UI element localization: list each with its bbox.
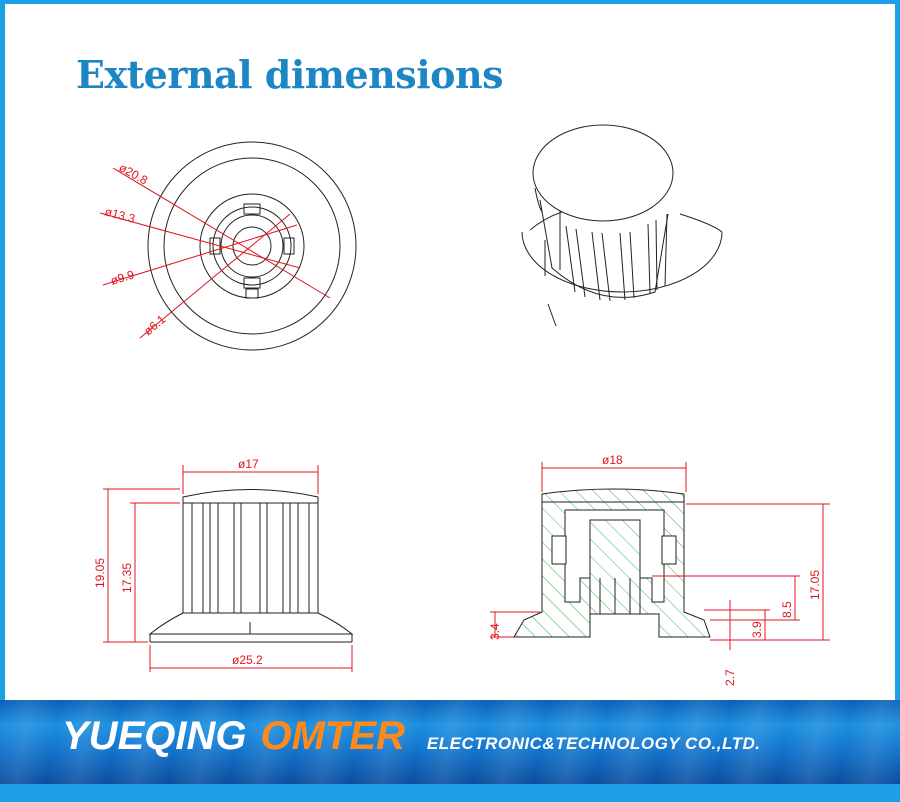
page-title: External dimensions <box>76 52 504 97</box>
isometric-view <box>521 124 723 327</box>
slot-right <box>283 237 295 255</box>
outer-circle <box>147 141 357 351</box>
technical-drawing: ø20.8 ø13.3 ø9.9 ø6.1 <box>93 124 830 686</box>
banner-shine <box>0 700 900 784</box>
slot-bottom <box>243 277 261 289</box>
section-view <box>513 488 711 638</box>
footer-bar <box>0 784 900 802</box>
dim-17-05: 17.05 <box>808 570 822 600</box>
banner-text: YUEQING OMTER ELECTRONIC&TECHNOLOGY CO.,LT… <box>62 714 761 759</box>
dim-8-5: 8.5 <box>780 601 794 618</box>
dim-d13-3: ø13.3 <box>103 204 137 226</box>
side-view <box>148 489 354 643</box>
company-tagline: ELECTRONIC&TECHNOLOGY CO.,LTD. <box>426 734 761 753</box>
section-view-dims <box>490 462 830 650</box>
dim-d9-9: ø9.9 <box>109 267 136 288</box>
dim-19-05: 19.05 <box>93 558 107 588</box>
side-view-dims <box>103 465 353 672</box>
dim-d17: ø17 <box>238 457 259 471</box>
dim-17-35: 17.35 <box>120 563 134 593</box>
brand-name: OMTER <box>260 714 405 758</box>
shaft-circle <box>232 226 272 266</box>
frame-top <box>0 0 900 4</box>
dim-d20-8: ø20.8 <box>117 160 151 187</box>
bore-outer-circle <box>212 206 292 286</box>
dim-d18: ø18 <box>602 453 623 467</box>
top-view <box>147 141 357 351</box>
dim-d25-2: ø25.2 <box>232 653 263 667</box>
skirt-circle <box>163 157 341 335</box>
key-notch <box>245 288 259 299</box>
frame-right <box>895 0 900 802</box>
frame-left <box>0 0 5 802</box>
dim-3-4: 3.4 <box>488 623 502 640</box>
slot-top <box>243 203 261 215</box>
dim-3-9: 3.9 <box>750 621 764 638</box>
dim-2-7: 2.7 <box>723 669 737 686</box>
top-view-dims <box>99 167 331 339</box>
company-name: YUEQING <box>62 714 247 758</box>
company-banner: YUEQING OMTER ELECTRONIC&TECHNOLOGY CO.,LT… <box>0 700 900 784</box>
